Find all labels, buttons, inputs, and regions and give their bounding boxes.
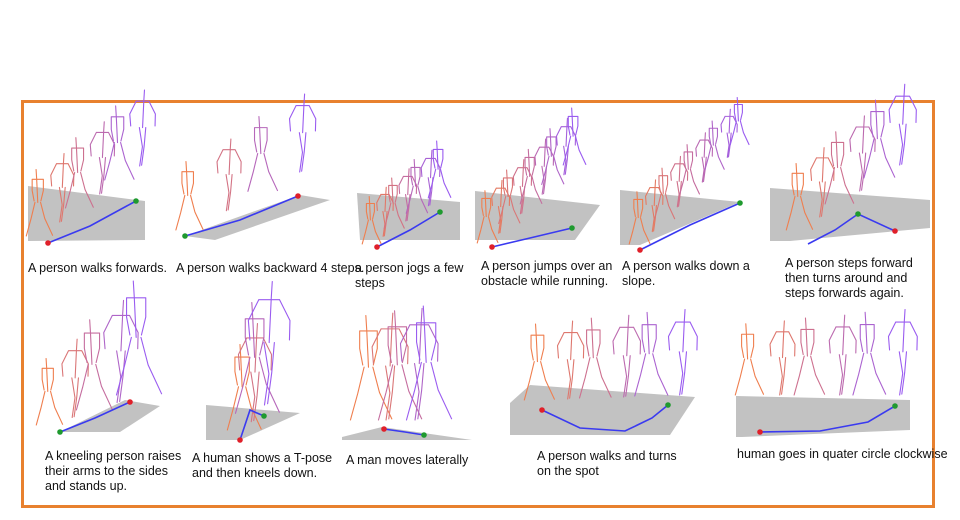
- pose-kneeling-stands-4: [104, 300, 138, 402]
- end-marker-walks-forwards: [133, 198, 139, 204]
- pose-walks-backward-1: [176, 162, 203, 230]
- pose-quarter-circle-6: [888, 310, 917, 396]
- caption-kneeling-stands: A kneeling person raises their arms to t…: [45, 449, 181, 494]
- end-marker-quarter-circle: [892, 403, 898, 409]
- start-marker-walks-down-slope: [637, 247, 643, 253]
- pose-walks-down-slope-9: [730, 98, 749, 146]
- end-marker-tpose-kneels: [261, 413, 267, 419]
- pose-walks-turns-spot-4: [613, 315, 641, 397]
- pose-kneeling-stands-1: [36, 359, 62, 426]
- start-marker-jumps-obstacle: [489, 244, 495, 250]
- pose-tpose-kneels-2: [238, 324, 271, 422]
- start-marker-quarter-circle: [757, 429, 763, 435]
- caption-tpose-kneels: A human shows a T-pose and then kneels d…: [192, 451, 332, 481]
- pose-walks-turns-spot-3: [580, 318, 612, 398]
- end-marker-jumps-obstacle: [569, 225, 575, 231]
- pose-steps-turns-6: [889, 84, 916, 165]
- start-marker-walks-backward: [295, 193, 301, 199]
- end-marker-steps-turns: [855, 211, 861, 217]
- caption-jogs: a person jogs a few steps: [355, 261, 463, 291]
- caption-moves-laterally: A man moves laterally: [346, 453, 468, 468]
- caption-jumps-obstacle: A person jumps over an obstacle while ru…: [481, 259, 612, 289]
- start-marker-moves-laterally: [381, 426, 387, 432]
- start-marker-jogs: [374, 244, 380, 250]
- caption-walks-forwards: A person walks forwards.: [28, 261, 167, 276]
- start-marker-steps-turns: [892, 228, 898, 234]
- caption-steps-turns: A person steps forward then turns around…: [785, 256, 913, 301]
- floor-walks-forwards: [28, 186, 145, 241]
- end-marker-walks-turns-spot: [665, 402, 671, 408]
- pose-quarter-circle-5: [853, 312, 886, 395]
- pose-quarter-circle-3: [794, 318, 824, 395]
- pose-moves-laterally-5: [406, 306, 451, 420]
- start-marker-walks-turns-spot: [539, 407, 545, 413]
- caption-walks-backward: A person walks backward 4 steps.: [176, 261, 364, 276]
- floor-walks-turns-spot: [510, 385, 695, 435]
- floor-jogs: [357, 193, 460, 240]
- pose-walks-backward-2: [217, 139, 241, 211]
- pose-tpose-kneels-4: [248, 282, 290, 406]
- floor-moves-laterally: [342, 427, 472, 440]
- floor-walks-backward: [185, 195, 330, 240]
- pose-walks-backward-3: [248, 117, 278, 192]
- pose-quarter-circle-4: [829, 315, 856, 395]
- caption-walks-down-slope: A person walks down a slope.: [622, 259, 750, 289]
- start-marker-walks-forwards: [45, 240, 51, 246]
- end-marker-walks-backward: [182, 233, 188, 239]
- pose-moves-laterally-4: [400, 308, 438, 420]
- pose-steps-turns-5: [864, 100, 895, 178]
- end-marker-walks-down-slope: [737, 200, 743, 206]
- caption-walks-turns-spot: A person walks and turns on the spot: [537, 449, 677, 479]
- start-marker-tpose-kneels: [237, 437, 243, 443]
- pose-quarter-circle-2: [770, 321, 795, 395]
- start-marker-kneeling-stands: [127, 399, 133, 405]
- pose-walks-turns-spot-6: [668, 310, 697, 396]
- pose-quarter-circle-1: [735, 324, 763, 395]
- pose-kneeling-stands-3: [76, 320, 112, 410]
- pose-walks-forwards-6: [130, 90, 156, 166]
- caption-quarter-circle: human goes in quater circle clockwise: [737, 447, 948, 462]
- end-marker-moves-laterally: [421, 432, 427, 438]
- pose-walks-backward-4: [290, 94, 316, 172]
- end-marker-kneeling-stands: [57, 429, 63, 435]
- end-marker-jogs: [437, 209, 443, 215]
